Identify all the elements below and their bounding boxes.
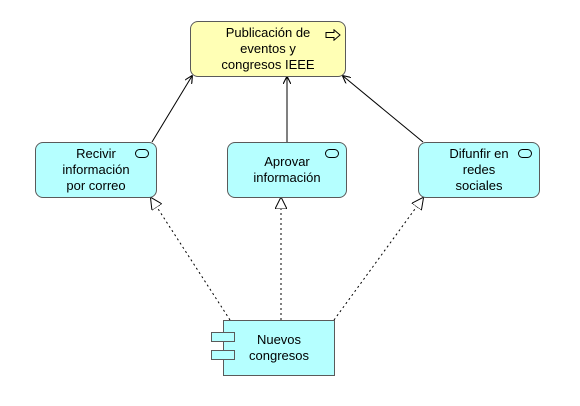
service-node-label: Recivir información por correo [62, 146, 130, 193]
service-node-label: Aprovar información [253, 154, 321, 185]
goal-node-publicacion[interactable]: Publicación de eventos y congresos IEEE [190, 21, 346, 77]
relation-component-to-svc1 [151, 198, 231, 321]
service-node-recivir[interactable]: Recivir información por correo [35, 142, 157, 198]
service-node-difunfir[interactable]: Difunfir en redes sociales [418, 142, 540, 198]
relation-svc1-to-goal [151, 76, 192, 143]
relation-component-to-svc3 [333, 198, 423, 321]
component-icon [211, 332, 235, 342]
component-node-nuevos-congresos[interactable]: Nuevos congresos [223, 320, 335, 376]
component-node-label: Nuevos congresos [249, 332, 309, 363]
component-icon-tab [211, 350, 235, 360]
relation-svc3-to-goal [343, 76, 424, 143]
goal-node-label: Publicación de eventos y congresos IEEE [221, 25, 315, 72]
service-icon [518, 149, 532, 158]
service-icon [325, 149, 339, 158]
service-node-label: Difunfir en redes sociales [449, 146, 509, 193]
service-node-aprovar[interactable]: Aprovar información [227, 142, 347, 198]
event-icon [325, 29, 341, 41]
service-icon [135, 149, 149, 158]
